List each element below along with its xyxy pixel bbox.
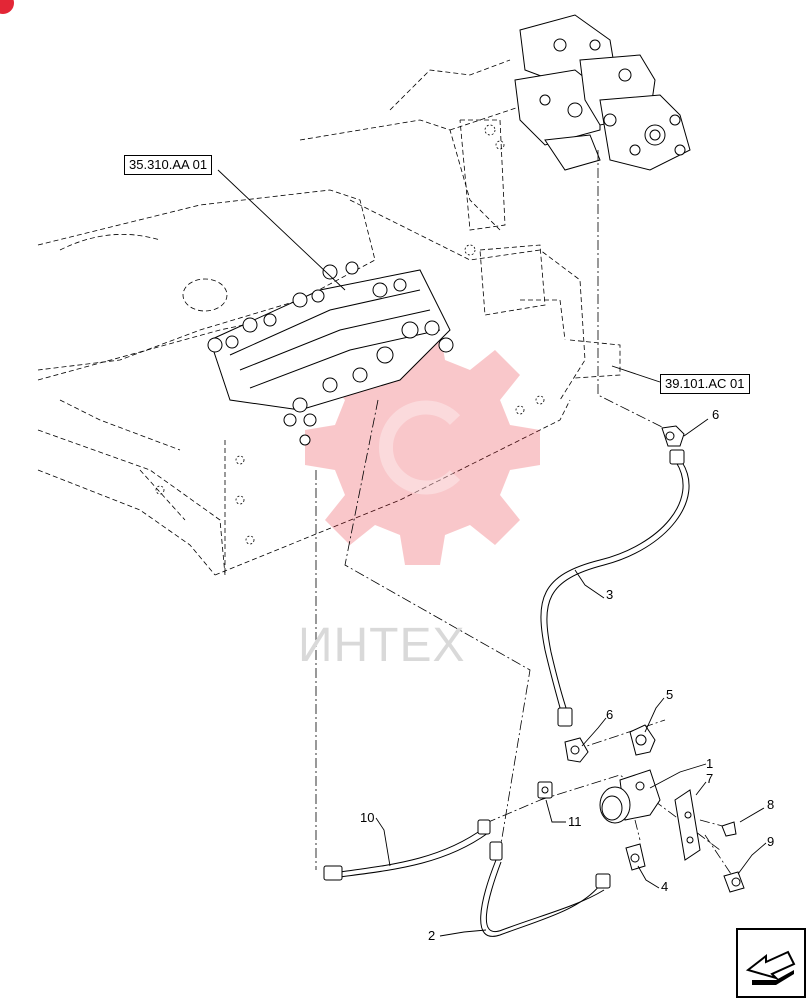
callout-5: 5 bbox=[666, 687, 674, 702]
callout-6-lower: 6 bbox=[606, 707, 614, 722]
callout-1: 1 bbox=[706, 756, 714, 771]
fitting-5 bbox=[629, 724, 656, 756]
valve-fittings bbox=[207, 261, 454, 446]
chassis-frame bbox=[37, 59, 621, 576]
next-page-button[interactable] bbox=[736, 928, 806, 998]
callout-3: 3 bbox=[606, 587, 614, 602]
callout-9: 9 bbox=[767, 834, 775, 849]
brand-badge-icon bbox=[0, 0, 14, 14]
hose-10-ends bbox=[323, 819, 491, 881]
hose-2-ends bbox=[489, 841, 611, 889]
page-arrow-icon bbox=[745, 950, 796, 985]
hose-2 bbox=[480, 859, 605, 937]
callout-2: 2 bbox=[428, 928, 436, 943]
solenoid-valve-1 bbox=[599, 769, 661, 824]
control-valve bbox=[209, 269, 451, 411]
callout-10: 10 bbox=[360, 810, 375, 825]
fitting-6-upper bbox=[661, 425, 685, 447]
bracket-7 bbox=[674, 789, 701, 861]
hose-3-ends bbox=[557, 449, 685, 727]
fitting-6-lower bbox=[564, 737, 589, 763]
routing-lines bbox=[315, 150, 736, 881]
bolt-8 bbox=[721, 821, 737, 837]
callout-7: 7 bbox=[706, 771, 714, 786]
callout-11: 11 bbox=[568, 814, 582, 829]
ref-35310[interactable]: 35.310.AA 01 bbox=[124, 155, 213, 175]
bolt-9 bbox=[723, 871, 745, 893]
hose-10 bbox=[339, 827, 489, 878]
hose-3 bbox=[540, 461, 690, 716]
callout-4: 4 bbox=[661, 879, 669, 894]
gear-watermark-inner bbox=[379, 400, 461, 495]
pump-ports bbox=[539, 38, 686, 156]
callout-8: 8 bbox=[767, 797, 775, 812]
callout-6-upper: 6 bbox=[712, 407, 720, 422]
leader-lines bbox=[217, 169, 767, 937]
fitting-11 bbox=[537, 781, 553, 799]
fitting-4 bbox=[625, 843, 646, 871]
hydraulic-pump bbox=[514, 14, 691, 171]
watermark-text: ИНТЕХ bbox=[298, 619, 466, 672]
chassis-holes bbox=[155, 124, 545, 545]
ref-39101[interactable]: 39.101.AC 01 bbox=[660, 374, 750, 394]
